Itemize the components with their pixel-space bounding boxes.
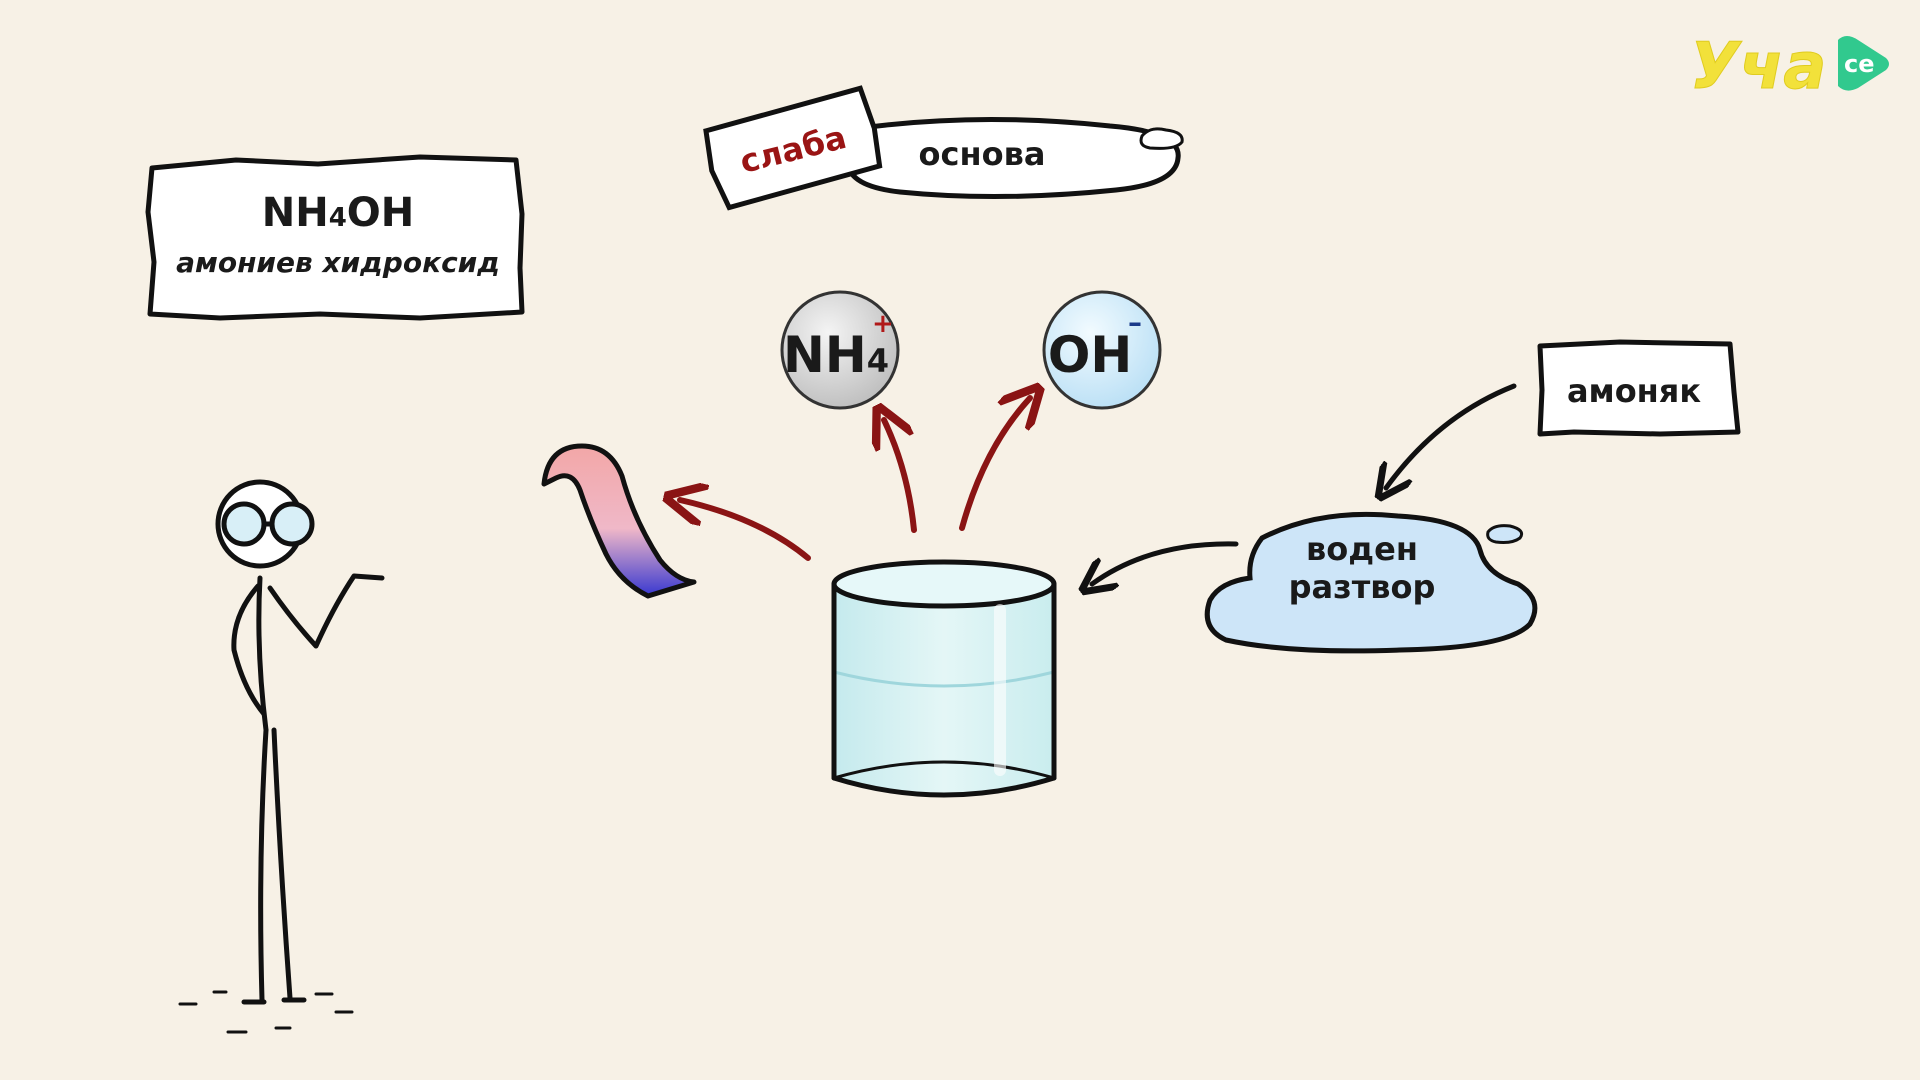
beaker-water-line: [833, 670, 1055, 688]
weak-base-group: основа слаба: [703, 85, 1184, 211]
beaker-bottom: [831, 775, 1057, 798]
cation-bubble: NH4 +: [780, 290, 900, 410]
ammonia-card: амоняк: [1537, 339, 1741, 437]
play-badge-icon: [1838, 36, 1889, 91]
figure-left-arm: [231, 583, 267, 717]
beaker-bottom-back: [832, 760, 1056, 780]
weak-tag-background: [703, 85, 883, 211]
anion-bubble: OH –: [1042, 290, 1162, 410]
logo: Уча се: [1690, 30, 1889, 105]
base-label: основа: [919, 135, 1046, 173]
ammonia-label: амоняк: [1567, 372, 1701, 410]
cation-charge: +: [872, 309, 894, 339]
arrow-to-anion: [959, 398, 1030, 531]
anion-circle: [1042, 290, 1162, 410]
arrow-to-litmus: [680, 500, 811, 561]
solution-cloud-background: [1204, 511, 1538, 654]
solution-label-line1: воден: [1306, 530, 1418, 568]
cation-formula: NH4: [783, 326, 889, 384]
solution-label-line2: разтвор: [1289, 568, 1436, 606]
glasses-left-lens: [221, 501, 267, 547]
arrow-to-cation: [884, 420, 917, 533]
cation-circle: [780, 290, 900, 410]
ground-dashes: [178, 990, 354, 1034]
litmus-paper: [541, 443, 697, 599]
beaker-rim: [831, 559, 1057, 609]
anion-formula: OH: [1048, 326, 1132, 384]
beaker: [831, 559, 1057, 798]
solution-cloud: воден разтвор: [1204, 511, 1538, 654]
formula-name: амониев хидроксид: [176, 246, 500, 279]
logo-text: Уча: [1690, 30, 1826, 104]
formula-card-background: [145, 154, 525, 321]
logo-badge-text: се: [1844, 50, 1875, 78]
formula-card: NH4OH амониев хидроксид: [145, 154, 525, 321]
arrow-solution-to-beaker: [1092, 541, 1239, 584]
formula-text: NH4OH: [262, 190, 415, 236]
cloud-puff: [1139, 127, 1184, 150]
ammonia-card-background: [1537, 339, 1741, 437]
glasses-right-lens: [269, 501, 315, 547]
arrow-ammonia-to-solution: [1386, 383, 1517, 488]
weak-tag: слаба: [703, 85, 883, 211]
figure-right-leg: [271, 727, 293, 1001]
figure-left-leg: [258, 727, 269, 1003]
solution-drop: [1486, 524, 1524, 544]
anion-charge: –: [1128, 306, 1142, 339]
stick-figure: [178, 479, 385, 1034]
figure-right-arm: [267, 573, 385, 649]
